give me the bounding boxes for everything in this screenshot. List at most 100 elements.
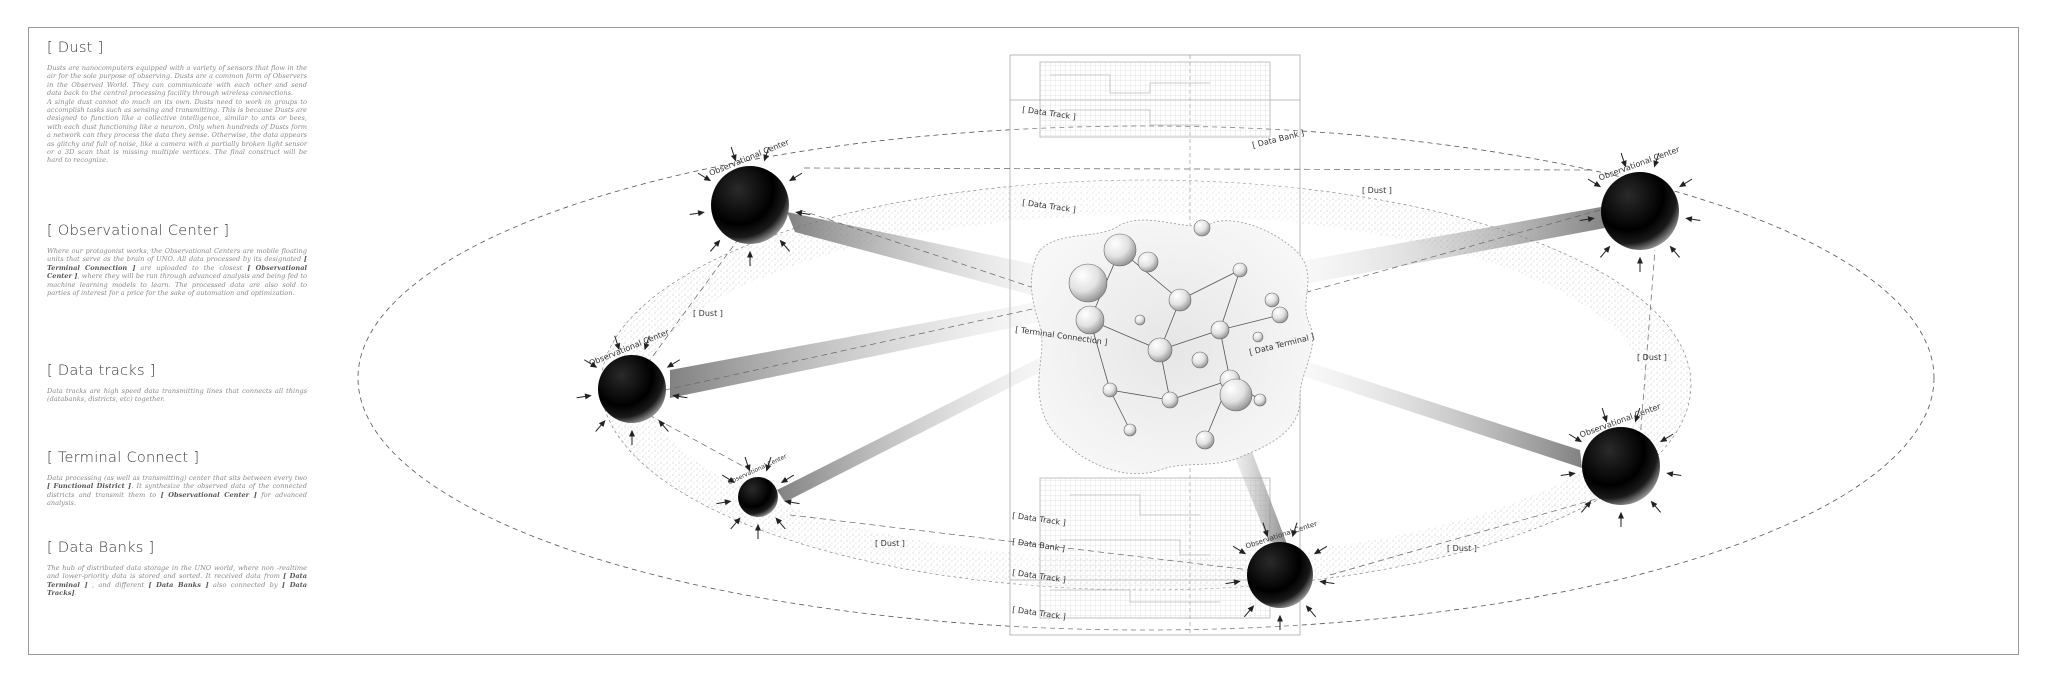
beam-oc1 [787,212,1058,302]
legend-dust: [ Dust ] Dusts are nanocomputers equippe… [47,40,307,165]
arrow-head [1685,216,1693,223]
legend-tc-t1: Data processing (as well as transmitting… [47,474,307,482]
arrow-head [1601,415,1608,423]
legend-data-banks: [ Data Banks ] The hub of distributed da… [47,540,307,598]
network-spheres [1068,219,1289,450]
legend-dust-text-2: A single dust cannot do much on its own.… [47,97,307,165]
arrow-head [1666,471,1674,478]
legend-db-title: [ Data Banks ] [47,540,155,556]
arrow-head [672,393,680,400]
arrow-head [1634,415,1641,423]
legend-tc-t2: . It synthesize the observed data of the… [47,482,307,499]
label-dust-4: [ Dust ] [875,539,905,548]
arrow-head [1593,181,1601,188]
legend-observational-center: [ Observational Center ] Where our prota… [47,223,307,297]
arrow-head [1238,548,1247,555]
legend-tc-t3: for advanced analysis. [47,490,307,508]
arrow-head [747,250,753,258]
arrow-head [1291,529,1298,538]
arrow-head [765,464,772,472]
arrow-head [1679,181,1687,188]
legend-data-tracks: [ Data tracks ] Data tracks are high spe… [47,363,307,404]
arrow-head [598,419,606,428]
arrow-head [1313,548,1322,555]
legend-db-t1: The hub of distributed data storage in t… [47,564,307,581]
incoming-arrows [576,146,1701,630]
arrow-head [784,499,792,506]
data-beams [670,205,1612,552]
legend-oc-k2: [ Observational Center ] [47,263,307,281]
legend-oc-t3: , where they will be run through advance… [47,272,308,298]
arrow-head [724,499,732,506]
arrow-head [1319,579,1327,586]
arrow-head [1277,614,1283,622]
arrow-head [1650,500,1658,508]
arrow-head [697,210,705,217]
arrow-head [755,523,761,531]
legend-oc-k1: [ Terminal Connection ] [47,255,307,272]
legend-oc-text: Where our protagonist works, the Observa… [47,247,307,297]
beam-oc2 [670,300,1050,398]
legend-tc-text: Data processing (as well as transmitting… [47,474,307,508]
arrow-head [1618,511,1624,519]
legend-db-text: The hub of distributed data storage in t… [47,564,307,598]
arrow-head [789,175,797,182]
arrow-head [1568,471,1576,478]
label-dust-2: [ Dust ] [1362,186,1392,195]
label-dust-1: [ Dust ] [693,309,723,318]
arrow-head [713,239,721,247]
legend-db-t2: , and different [87,580,149,589]
label-dust-3: [ Dust ] [1637,353,1667,362]
arrow-head [1660,436,1668,443]
arrow-head [584,393,592,400]
legend-dust-title: [ Dust ] [47,40,104,56]
arrow-head [1603,245,1611,253]
beam-oc4 [1296,205,1612,285]
arrow-head [779,239,787,247]
legend-db-t4: . [74,589,77,598]
arrow-head [1584,500,1592,508]
drawing-frame [28,27,2019,655]
legend-oc-t2: are uploaded to the closest [135,263,248,272]
arrow-head [658,419,666,428]
arrow-head [1233,579,1241,586]
legend-terminal-connect: [ Terminal Connect ] Data processing (as… [47,450,307,508]
legend-db-k1: [ Data Terminal ] [47,572,307,589]
arrow-head [1637,256,1643,264]
arrow-head [1574,436,1582,443]
arrow-head [1262,529,1269,538]
arrow-head [727,476,736,484]
beam-oc3 [777,350,1060,502]
arrow-head [780,476,789,484]
legend-tc-k2: [ Observational Center ] [160,490,257,499]
outer-orbit-ellipse [357,125,1935,631]
legend-dt-title: [ Data tracks ] [47,363,156,379]
arrow-head [1247,605,1255,613]
legend-oc-title: [ Observational Center ] [47,223,230,239]
label-dust-5: [ Dust ] [1447,544,1477,553]
arrow-head [629,429,635,437]
legend-tc-title: [ Terminal Connect ] [47,450,200,466]
arrow-head [795,210,803,217]
legend-tc-k1: [ Functional District ] [47,482,132,491]
arrow-head [614,342,621,351]
arrow-head [1620,160,1627,168]
arrow-head [730,154,737,162]
observational-center-1: Observational Center [708,137,791,244]
arrow-head [775,517,783,525]
arrow-head [589,361,598,368]
arrow-head [1653,160,1660,168]
arrow-head [733,517,741,525]
legend-dust-text-1: Dusts are nanocomputers equipped with a … [47,64,307,98]
legend-oc-t1: Where our protagonist works, the Observa… [47,247,307,264]
arrow-head [703,175,711,182]
arrow-head [1587,216,1595,223]
legend-db-k3: [ Data Tracks] [47,580,308,598]
legend-dt-text: Data tracks are high speed data transmit… [47,387,307,404]
observational-center-4: Observational Center [1598,145,1681,250]
arrow-head [744,464,751,472]
beam-oc5 [1300,360,1582,468]
arrow-head [763,154,770,162]
arrow-head [666,361,675,368]
